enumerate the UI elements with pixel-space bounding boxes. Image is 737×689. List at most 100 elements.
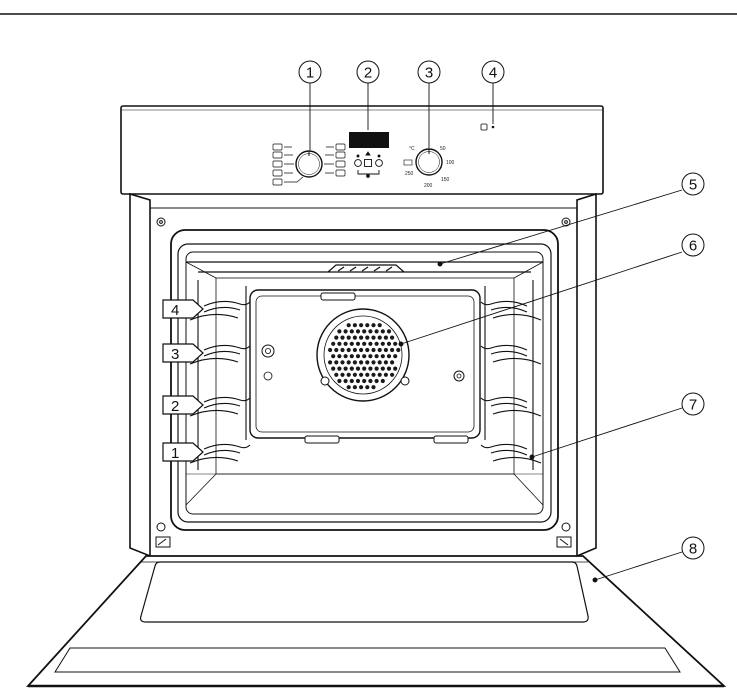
fan-hole: [347, 323, 351, 327]
callout-5-label: 5: [689, 177, 697, 194]
shelf-level-3-label: 3: [171, 346, 179, 363]
fan-hole: [375, 367, 379, 371]
fan-hole: [371, 336, 375, 340]
fan-hole: [331, 342, 335, 346]
fan-hole: [381, 329, 385, 333]
fan-hole: [371, 373, 375, 377]
fan-hole: [353, 373, 357, 377]
fan-hole: [334, 348, 338, 352]
callout-7-label: 7: [689, 397, 697, 414]
fan-hole: [340, 360, 344, 364]
fan-hole: [353, 385, 357, 389]
fan-hole: [340, 336, 344, 340]
fan-hole: [390, 336, 394, 340]
fan-hole: [328, 348, 332, 352]
fan-hole: [381, 342, 385, 346]
fan-hole: [362, 354, 366, 358]
fan-hole: [378, 323, 382, 327]
fan-hole: [359, 348, 363, 352]
fan-hole: [371, 348, 375, 352]
fan-hole: [387, 367, 391, 371]
fan-hole: [334, 373, 338, 377]
callout-2-label: 2: [364, 65, 372, 82]
fan-hole: [362, 329, 366, 333]
fan-hole: [371, 385, 375, 389]
fan-hole: [344, 342, 348, 346]
callout-6-label: 6: [689, 238, 697, 255]
fan-hole: [378, 336, 382, 340]
callout-1-label: 1: [306, 65, 314, 82]
fan-hole: [378, 348, 382, 352]
fan-hole: [375, 379, 379, 383]
callout-2: 2: [357, 61, 379, 83]
fan-hole: [353, 360, 357, 364]
shelf-level-1-label: 1: [171, 445, 179, 462]
shelf-level-4-label: 4: [171, 302, 179, 319]
fan-hole: [365, 373, 369, 377]
fan-hole: [375, 342, 379, 346]
function-selector[interactable]: [296, 151, 322, 177]
fan-hole: [350, 342, 354, 346]
fan-hole: [387, 329, 391, 333]
fan-hole: [365, 348, 369, 352]
fan-hole: [356, 329, 360, 333]
fan-hole: [378, 360, 382, 364]
fan-hole: [344, 379, 348, 383]
fan-hole: [381, 379, 385, 383]
fan-hole: [350, 367, 354, 371]
fan-hole: [378, 373, 382, 377]
fan-hole: [390, 360, 394, 364]
fan-hole: [337, 354, 341, 358]
fan-hole: [387, 342, 391, 346]
callout-6: 6: [682, 234, 704, 256]
timer-display: [349, 132, 389, 148]
fan-hole: [347, 348, 351, 352]
fan-hole: [344, 354, 348, 358]
fan-hole: [331, 354, 335, 358]
fan-hole: [365, 360, 369, 364]
fan-hole: [350, 329, 354, 333]
callout-5: 5: [682, 173, 704, 195]
fan-hole: [393, 354, 397, 358]
fan-hole: [368, 379, 372, 383]
fan-hole: [347, 385, 351, 389]
fan-hole: [390, 373, 394, 377]
fan-hole: [340, 348, 344, 352]
fan-hole: [356, 379, 360, 383]
fan-hole: [353, 348, 357, 352]
fan-hole: [390, 348, 394, 352]
fan-hole: [350, 379, 354, 383]
temp-150-label: 150: [441, 177, 450, 183]
temp-250-label: 250: [405, 171, 414, 177]
fan-hole: [353, 323, 357, 327]
fan-hole: [381, 367, 385, 371]
fan-hole: [387, 354, 391, 358]
fan-hole: [368, 329, 372, 333]
fan-hole: [337, 329, 341, 333]
fan-hole: [328, 360, 332, 364]
fan-hole: [356, 342, 360, 346]
fan-hole: [384, 373, 388, 377]
fan-hole: [368, 367, 372, 371]
fan-hole: [365, 323, 369, 327]
callout-8: 8: [682, 537, 704, 559]
fan-hole: [331, 367, 335, 371]
fan-hole: [365, 385, 369, 389]
callout-3: 3: [418, 61, 440, 83]
door-window: [141, 562, 589, 622]
temperature-selector[interactable]: [416, 149, 442, 175]
fan-hole: [362, 367, 366, 371]
fan-hole: [347, 373, 351, 377]
fan-hole: [356, 354, 360, 358]
callout-3-label: 3: [425, 65, 433, 82]
fan-hole: [359, 373, 363, 377]
fan-hole: [371, 323, 375, 327]
fan-hole: [368, 354, 372, 358]
fan-hole: [362, 342, 366, 346]
fan-hole: [334, 336, 338, 340]
fan-hole: [371, 360, 375, 364]
fan-hole: [347, 336, 351, 340]
fan-hole: [365, 336, 369, 340]
control-panel: [121, 106, 603, 194]
